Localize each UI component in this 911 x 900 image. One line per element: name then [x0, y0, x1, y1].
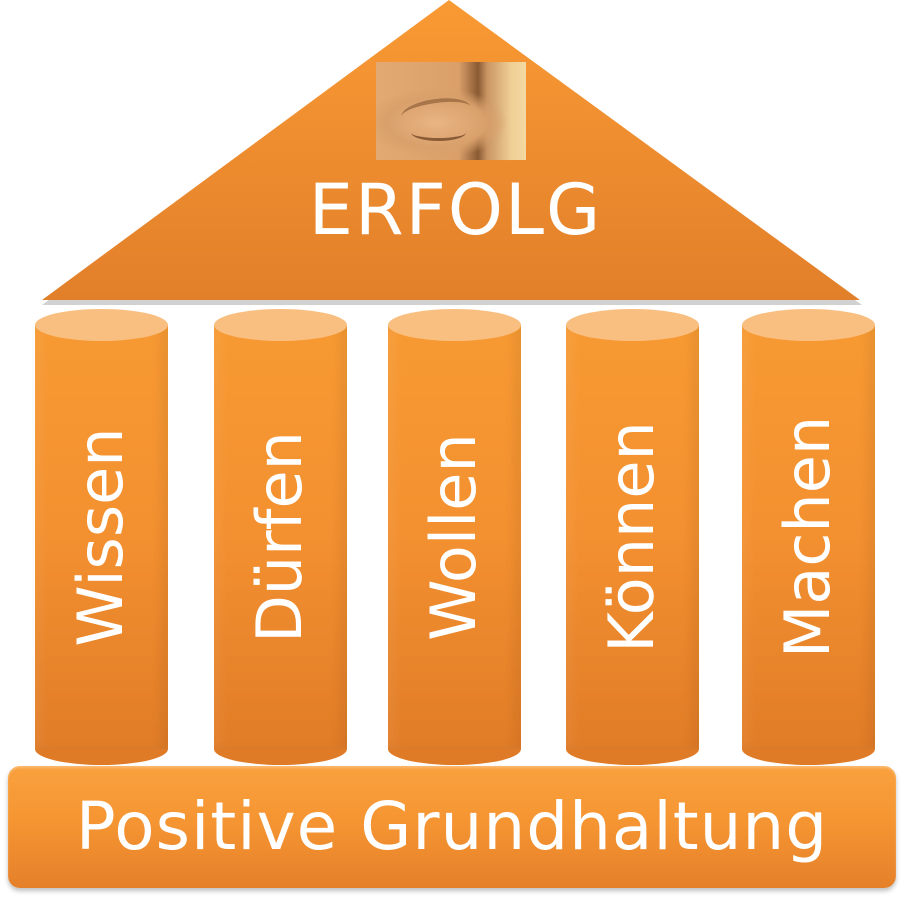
roof: ERFOLG: [0, 0, 911, 310]
pillar-top: [35, 309, 168, 341]
pillar-label: Wollen: [417, 433, 490, 641]
pillar-wollen: Wollen: [388, 309, 521, 765]
face-photo: [376, 62, 526, 160]
pillar-label: Machen: [771, 415, 844, 659]
pillar-wissen: Wissen: [35, 309, 168, 765]
pillar-body: [388, 325, 521, 749]
pillar-body: [566, 325, 699, 749]
foundation: Positive Grundhaltung: [8, 766, 896, 888]
pillar-machen: Machen: [742, 309, 875, 765]
closed-eye-shape: [411, 124, 466, 141]
pillar-body: [35, 325, 168, 749]
pillar-top: [566, 309, 699, 341]
pillar-body: [214, 325, 347, 749]
pillar-label: Dürfen: [243, 431, 316, 643]
pillar-koennen: Können: [566, 309, 699, 765]
pillar-top: [388, 309, 521, 341]
pillar-label: Können: [595, 421, 668, 653]
pillar-label: Wissen: [64, 427, 137, 647]
pillar-top: [742, 309, 875, 341]
roof-title: ERFOLG: [308, 169, 603, 251]
pillar-top: [214, 309, 347, 341]
pillar-duerfen: Dürfen: [214, 309, 347, 765]
pillar-body: [742, 325, 875, 749]
foundation-label: Positive Grundhaltung: [75, 788, 829, 865]
